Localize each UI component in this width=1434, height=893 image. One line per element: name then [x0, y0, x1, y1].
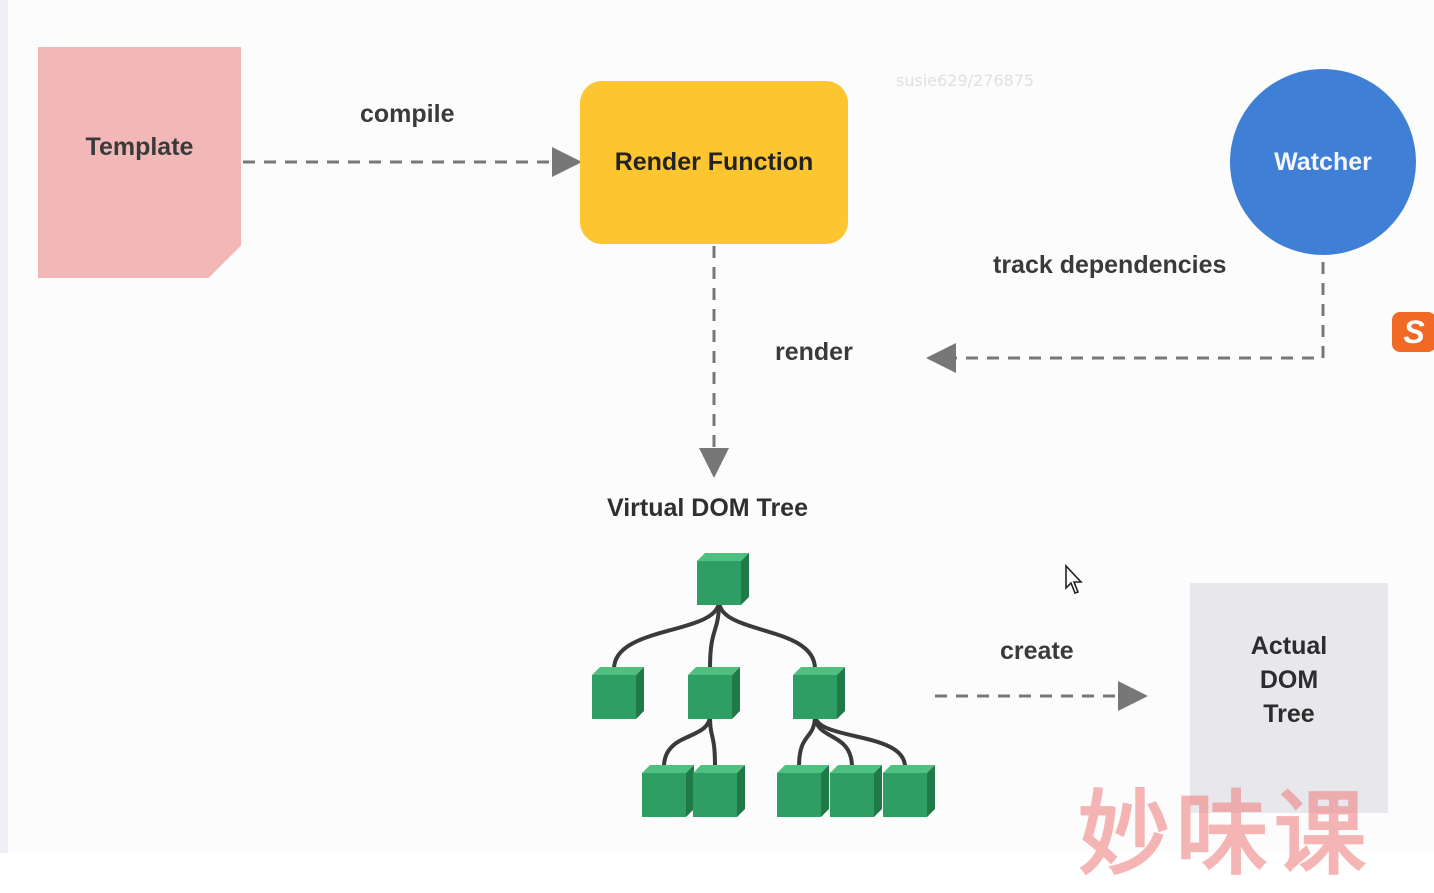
tree-edge	[708, 714, 717, 768]
tree-edge	[708, 600, 721, 670]
tree-node-cube	[592, 667, 644, 719]
virtual-dom-tree-title: Virtual DOM Tree	[607, 494, 808, 522]
brand-caption-overlay: 妙味课	[1078, 781, 1373, 888]
watermark-text: susie629/276875	[896, 71, 1035, 90]
render-function-label: Render Function	[614, 148, 814, 176]
tree-node-cube	[883, 765, 935, 817]
tree-edge	[797, 714, 817, 768]
sogou-input-icon[interactable]: S	[1392, 312, 1434, 352]
render-function-node: Render Function	[580, 81, 848, 244]
compile-label: compile	[360, 100, 455, 128]
render-label: render	[775, 338, 853, 366]
virtual-dom-tree-nodes	[592, 553, 935, 817]
tree-node-cube	[642, 765, 694, 817]
tree-edge	[662, 714, 712, 768]
watcher-label: Watcher	[1274, 147, 1372, 176]
tree-node-cube	[697, 553, 749, 605]
actual-dom-tree-node: Actual DOM Tree	[1190, 583, 1388, 813]
tree-node-cube	[688, 667, 740, 719]
tree-edge	[813, 714, 907, 768]
watcher-node: Watcher	[1230, 69, 1416, 255]
tree-node-cube	[830, 765, 882, 817]
template-label: Template	[85, 133, 194, 161]
window-edge	[0, 0, 8, 853]
create-label: create	[1000, 637, 1074, 665]
track-dependencies-label: track dependencies	[993, 251, 1227, 279]
tree-node-cube	[793, 667, 845, 719]
tree-edge	[612, 600, 721, 670]
mouse-cursor-icon	[1065, 564, 1083, 594]
tree-node-cube	[693, 765, 745, 817]
tree-node-cube	[777, 765, 829, 817]
virtual-dom-tree-edges	[612, 600, 907, 768]
tree-edge	[717, 600, 817, 670]
track-dependencies-arrow	[926, 262, 1325, 373]
template-node: Template	[38, 47, 241, 278]
connector-layer	[243, 147, 1325, 817]
actual-dom-tree-label: Actual DOM Tree	[1250, 632, 1328, 728]
